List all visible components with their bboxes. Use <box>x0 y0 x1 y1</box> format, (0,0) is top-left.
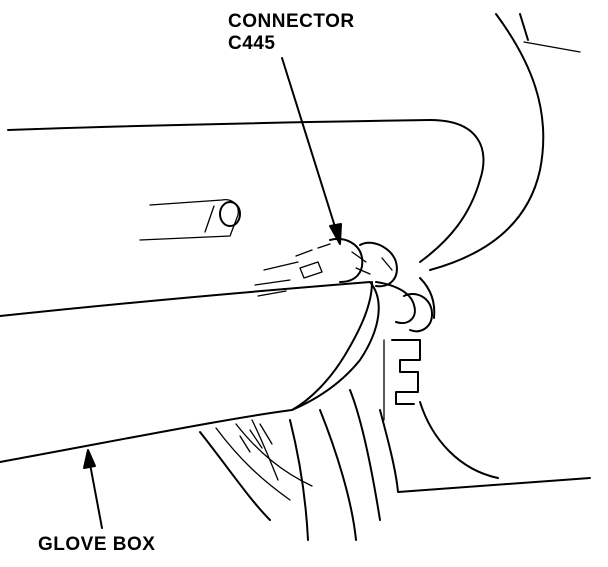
connector-leader-arrow <box>281 57 342 245</box>
glove-box-body <box>0 261 380 463</box>
connector-c445 <box>295 238 436 333</box>
connector-label-line2: C445 <box>228 33 276 54</box>
dashboard-panel <box>7 119 485 263</box>
lower-wiring <box>199 389 381 541</box>
glove-box-leader-arrow <box>83 449 103 529</box>
mounting-bracket <box>379 339 591 493</box>
glove-box-callout-label: GLOVE BOX <box>38 534 156 555</box>
connector-callout-label: CONNECTOR C445 <box>228 11 355 55</box>
connector-label-line1: CONNECTOR <box>228 11 355 32</box>
dashboard-pillar <box>429 13 581 271</box>
